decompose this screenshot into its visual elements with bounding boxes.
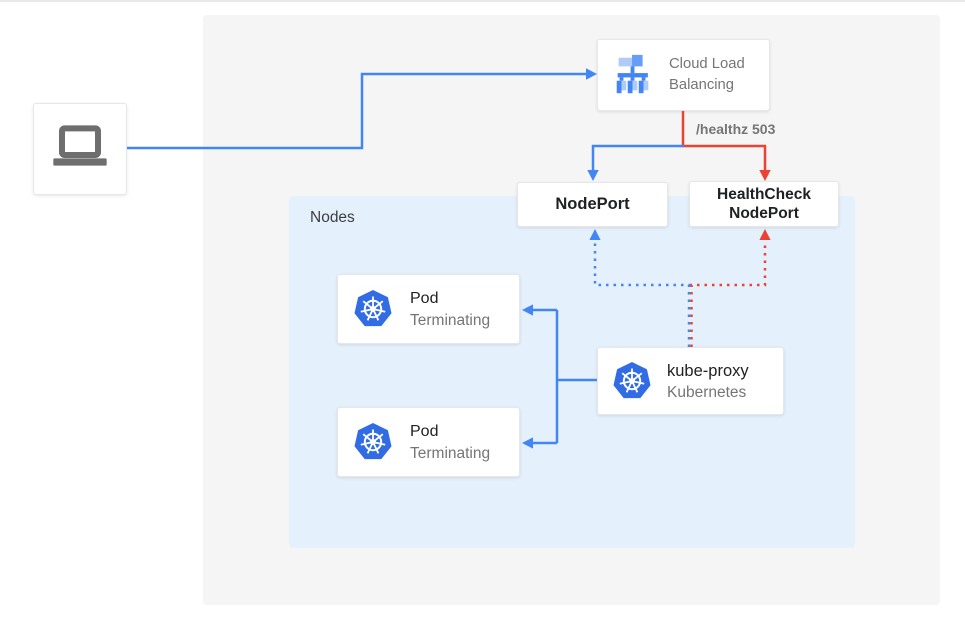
load-balancer-icon bbox=[616, 54, 649, 94]
kube-proxy-title: kube-proxy bbox=[667, 361, 749, 380]
pod-node-2: Pod Terminating bbox=[337, 407, 520, 477]
nodeport-node: NodePort bbox=[517, 182, 668, 227]
clb-label-line1: Cloud Load bbox=[669, 56, 745, 72]
cloud-load-balancing-node: Cloud Load Balancing bbox=[597, 39, 770, 111]
kubernetes-icon bbox=[354, 290, 392, 327]
client-node bbox=[33, 103, 127, 195]
pod-node-1: Pod Terminating bbox=[337, 274, 520, 344]
healthcheck-nodeport-node: HealthCheck NodePort bbox=[689, 181, 839, 227]
healthz-status-label: /healthz 503 bbox=[696, 121, 776, 137]
kubernetes-icon bbox=[613, 362, 651, 399]
pod-title: Pod bbox=[410, 422, 439, 440]
pod-title: Pod bbox=[410, 289, 439, 307]
kube-proxy-subtitle: Kubernetes bbox=[667, 383, 747, 401]
nodeport-label: NodePort bbox=[555, 195, 630, 213]
kubernetes-icon bbox=[354, 423, 392, 460]
nodes-group-label: Nodes bbox=[310, 209, 355, 226]
pod-status: Terminating bbox=[410, 444, 491, 462]
laptop-icon bbox=[53, 125, 107, 166]
kube-proxy-node: kube-proxy Kubernetes bbox=[597, 347, 784, 415]
pod-status: Terminating bbox=[410, 311, 491, 329]
top-border bbox=[0, 0, 965, 2]
healthcheck-label-line1: HealthCheck bbox=[717, 186, 811, 203]
healthcheck-label-line2: NodePort bbox=[729, 205, 799, 222]
clb-label-line2: Balancing bbox=[669, 77, 734, 93]
